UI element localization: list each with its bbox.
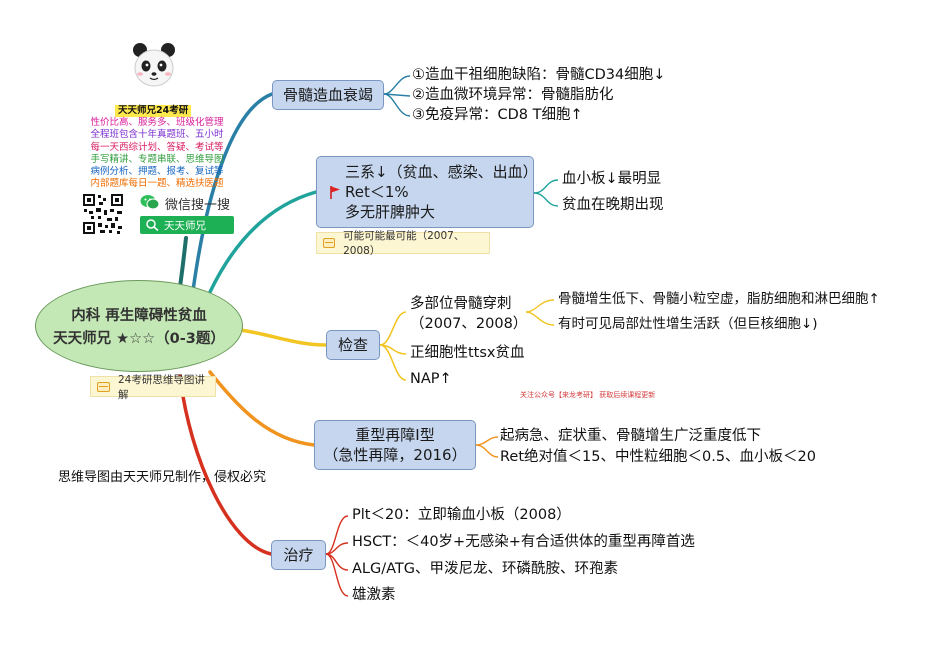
leaf-severe-onset: 起病急、症状重、骨髓增生广泛重度低下 xyxy=(500,428,761,444)
leaf-immune: ③免疫异常：CD8 T细胞↑ xyxy=(412,107,583,123)
leaf-hspc-defect: ①造血干祖细胞缺陷：骨髓CD34细胞↓ xyxy=(412,67,666,83)
leaf-immunosuppression: ALG/ATG、甲泼尼龙、环磷酰胺、环孢素 xyxy=(352,561,619,577)
connector-leaf xyxy=(383,75,411,95)
promo-line: 内部题库每日一题、精选扶医题 xyxy=(90,178,224,190)
search-icon xyxy=(146,219,159,232)
red-flag-icon xyxy=(330,186,340,199)
promo-block: 天天师兄24考研 性价比高、服务多、班级化管理全程班包含十年真题班、五小时每一天… xyxy=(82,98,232,190)
promo-title: 天天师兄24考研 xyxy=(115,105,192,118)
promo-line: 手写精讲、专题串联、思维导图 xyxy=(90,153,224,165)
connector-bone-marrow-failure xyxy=(190,92,274,300)
note-icon xyxy=(323,238,336,248)
qr-code-icon xyxy=(82,193,124,235)
promo-lines: 性价比高、服务多、班级化管理全程班包含十年真题班、五小时每一天西综计划、答疑、考… xyxy=(82,117,232,190)
connector-leaf xyxy=(379,344,407,381)
clinical-line-ret: Ret＜1% xyxy=(345,182,409,201)
branch-treatment[interactable]: 治疗 xyxy=(271,540,326,570)
leaf-microenvironment: ②造血微环境异常：骨髓脂肪化 xyxy=(412,87,614,103)
wechat-search-label: 微信搜一搜 xyxy=(165,198,231,213)
exam-nap: NAP↑ xyxy=(410,371,452,387)
leaf-severe-criteria: Ret绝对值＜15、中性粒细胞＜0.5、血小板＜20 xyxy=(500,449,816,465)
leaf-platelet-transfusion: Plt＜20：立即输血小板（2008） xyxy=(352,507,571,523)
clinical-line-cytopenia: 三系↓（贫血、感染、出血） xyxy=(345,162,538,181)
promo-line: 每一天西综计划、答疑、考试等 xyxy=(90,141,224,153)
clinical-line-no-hepatosplenomegaly: 多无肝脾肿大 xyxy=(345,203,436,222)
clinical-note-text: 可能可能最可能（2007、2008） xyxy=(343,230,465,257)
watermark-text: 关注公众号【来龙考研】 获取后续课程更新 xyxy=(520,391,656,399)
central-topic-title: 内科 再生障碍性贫血 xyxy=(71,308,207,324)
connector-treatment xyxy=(178,374,273,556)
leaf-platelet: 血小板↓最明显 xyxy=(562,171,662,187)
connector-leaf xyxy=(475,444,499,458)
branch-exam[interactable]: 检查 xyxy=(326,330,380,360)
panda-logo-icon xyxy=(133,43,175,87)
leaf-anemia-late: 贫血在晚期出现 xyxy=(562,197,664,213)
branch-bone-marrow-failure[interactable]: 骨髓造血衰竭 xyxy=(272,80,384,110)
branch-severe-type1[interactable]: 重型再障Ⅰ型 （急性再障，2016） xyxy=(314,420,476,470)
severe-type1-subtitle: （急性再障，2016） xyxy=(323,446,467,464)
central-topic-note-text: 24考研思维导图讲解 xyxy=(117,373,205,401)
connector-leaf xyxy=(533,179,559,194)
promo-line: 全程班包含十年真题班、五小时 xyxy=(90,129,224,141)
central-topic-note[interactable]: 24考研思维导图讲解 xyxy=(90,374,216,401)
connector-exam xyxy=(238,328,328,347)
wechat-icon xyxy=(140,195,160,210)
connector-clinical xyxy=(208,190,318,294)
exam-normocytic-anemia: 正细胞性ttsx贫血 xyxy=(410,345,525,361)
exam-sub-focal: 有时可见局部灶性增生活跃（但巨核细胞↓) xyxy=(558,316,818,332)
connector-severe-type1 xyxy=(208,370,316,447)
connector-leaf xyxy=(475,436,499,446)
connector-leaf xyxy=(525,299,555,313)
exam-sub-hypocellular: 骨髓增生低下、骨髓小粒空虚，脂肪细胞和淋巴细胞↑ xyxy=(558,291,880,307)
severe-type1-title: 重型再障Ⅰ型 xyxy=(355,425,435,444)
branch-clinical[interactable]: 三系↓（贫血、感染、出血） Ret＜1% 多无肝脾肿大 xyxy=(316,156,538,228)
connector-leaf xyxy=(383,93,411,117)
connector-leaf xyxy=(325,553,349,597)
wechat-search-box[interactable]: 天天师兄 xyxy=(140,216,234,234)
copyright-text: 思维导图由天天师兄制作，侵权必究 xyxy=(58,470,267,485)
connector-leaf xyxy=(383,93,411,97)
promo-line: 性价比高、服务多、班级化管理 xyxy=(90,117,224,129)
note-icon xyxy=(97,381,110,392)
clinical-note[interactable]: 可能可能最可能（2007、2008） xyxy=(316,230,490,257)
central-topic-subtitle: 天天师兄 ★☆☆（0-3题） xyxy=(53,331,225,347)
leaf-hsct: HSCT：＜40岁+无感染+有合适供体的重型再障首选 xyxy=(352,534,695,550)
central-topic[interactable]: 内科 再生障碍性贫血 天天师兄 ★☆☆（0-3题） xyxy=(35,280,243,372)
connector-leaf xyxy=(325,515,349,555)
wechat-search-text: 天天师兄 xyxy=(164,219,206,232)
leaf-androgen: 雄激素 xyxy=(352,587,396,603)
connector-leaf xyxy=(379,311,407,346)
promo-line: 病例分析、押题、报考、复试等 xyxy=(90,166,224,178)
connector-leaf xyxy=(533,192,559,207)
connector-leaf xyxy=(525,311,555,326)
exam-bone-marrow-puncture: 多部位骨髓穿刺 （2007、2008） xyxy=(410,296,528,332)
